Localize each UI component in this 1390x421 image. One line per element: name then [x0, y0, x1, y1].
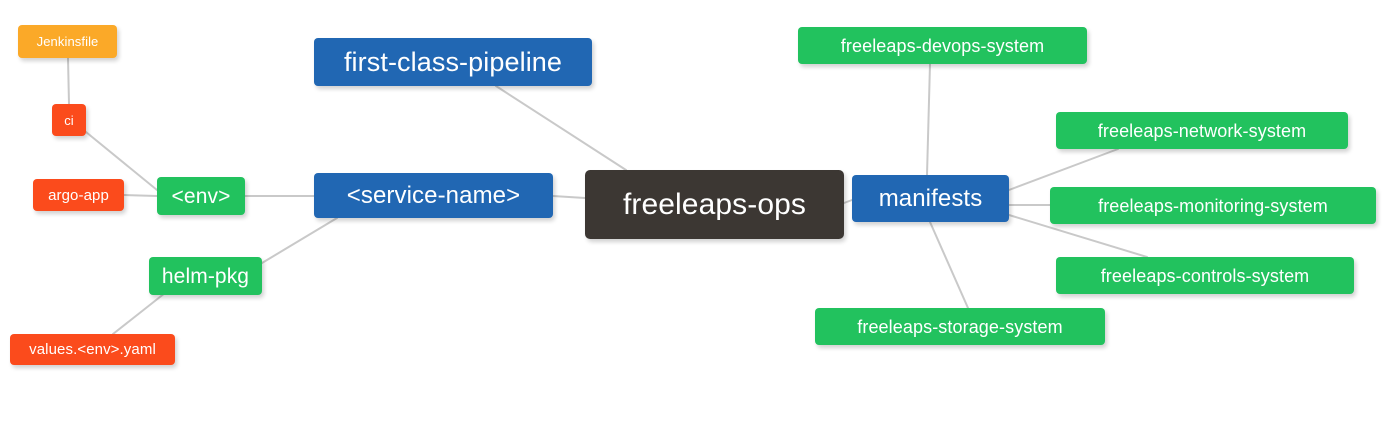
node-freeleaps-monitoring-system[interactable]: freeleaps-monitoring-system — [1050, 187, 1376, 224]
node-service-name[interactable]: <service-name> — [314, 173, 553, 218]
edge-manifests-to-freeleaps-storage-system — [929, 221, 969, 309]
edge-first-class-pipeline-to-freeleaps-ops — [495, 85, 627, 171]
edge-freeleaps-ops-to-manifests — [843, 199, 853, 204]
node-values-yaml[interactable]: values.<env>.yaml — [10, 334, 175, 365]
node-freeleaps-controls-system[interactable]: freeleaps-controls-system — [1056, 257, 1354, 294]
edge-manifests-to-freeleaps-devops-system — [926, 63, 931, 176]
node-freeleaps-network-system[interactable]: freeleaps-network-system — [1056, 112, 1348, 149]
node-helm-pkg[interactable]: helm-pkg — [149, 257, 262, 295]
edge-manifests-to-freeleaps-network-system — [1008, 148, 1119, 191]
node-freeleaps-storage-system[interactable]: freeleaps-storage-system — [815, 308, 1105, 345]
edge-jenkinsfile-to-ci — [67, 57, 70, 105]
node-jenkinsfile[interactable]: Jenkinsfile — [18, 25, 117, 58]
edge-argo-app-to-env — [123, 194, 158, 197]
edge-service-name-to-freeleaps-ops — [552, 195, 586, 199]
node-manifests[interactable]: manifests — [852, 175, 1009, 222]
node-env[interactable]: <env> — [157, 177, 245, 215]
node-freeleaps-ops[interactable]: freeleaps-ops — [585, 170, 844, 239]
edge-service-name-to-helm-pkg — [261, 217, 338, 264]
node-argo-app[interactable]: argo-app — [33, 179, 124, 211]
edge-helm-pkg-to-values-yaml — [112, 292, 166, 335]
node-first-class-pipeline[interactable]: first-class-pipeline — [314, 38, 592, 86]
node-ci[interactable]: ci — [52, 104, 86, 136]
node-freeleaps-devops-system[interactable]: freeleaps-devops-system — [798, 27, 1087, 64]
